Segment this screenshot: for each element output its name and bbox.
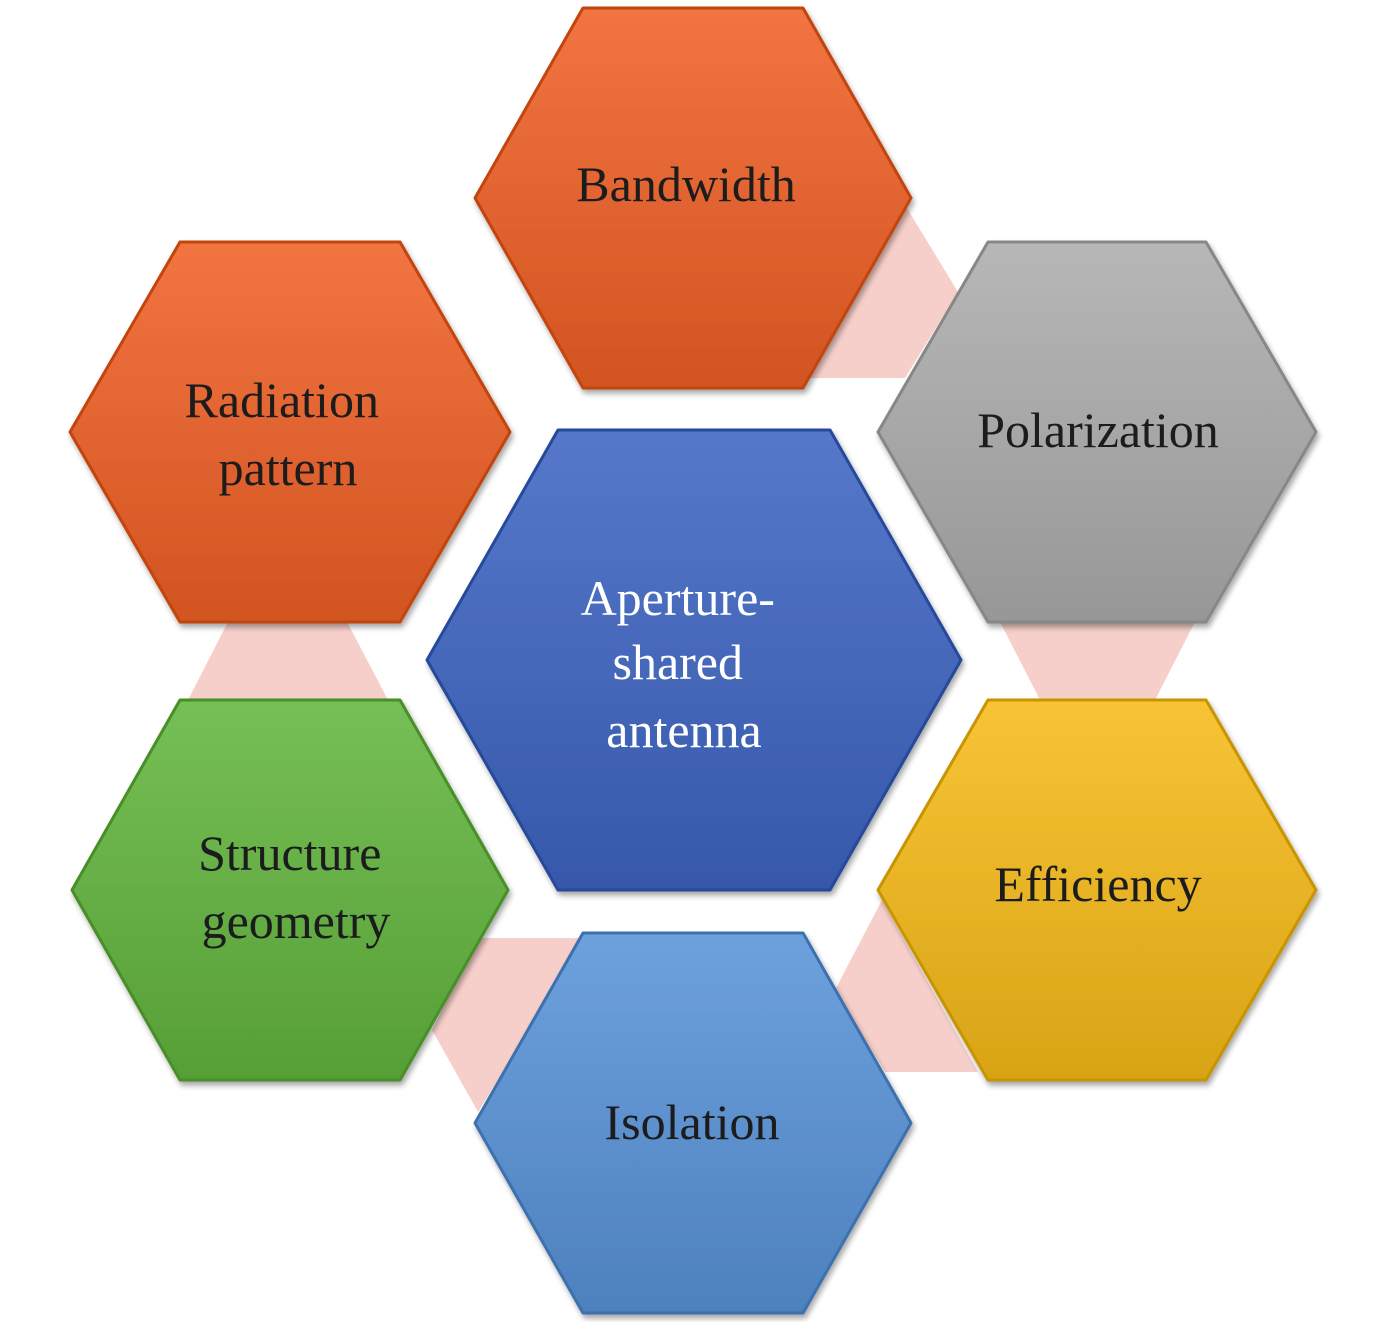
hex-bandwidth: Bandwidth	[473, 6, 913, 390]
hex-label-radiation-pattern: Radiation pattern	[185, 372, 392, 496]
connector-bandwidth-polarization	[808, 205, 958, 378]
hex-label-isolation: Isolation	[605, 1094, 780, 1150]
connectors	[188, 205, 1197, 1112]
hex-shape-bandwidth	[473, 6, 913, 390]
hex-shape-radiation-pattern	[68, 240, 512, 624]
hex-label-aperture-shared-antenna: Aperture- shared antenna	[581, 570, 788, 758]
connector-polarization-efficiency	[998, 618, 1197, 700]
connector-structure-radiation	[188, 618, 388, 700]
connector-efficiency-isolation	[835, 900, 978, 1072]
hex-shape-isolation	[473, 931, 913, 1315]
hex-aperture-shared-antenna: Aperture- shared antenna	[425, 428, 963, 892]
hex-shape-polarization	[876, 240, 1318, 624]
hex-label-bandwidth: Bandwidth	[576, 156, 795, 212]
hex-label-efficiency: Efficiency	[994, 856, 1201, 912]
hex-shape-structure-geometry	[70, 698, 510, 1082]
hex-polarization: Polarization	[876, 240, 1318, 624]
hex-label-structure-geometry: Structure geometry	[198, 825, 394, 949]
hex-shape-aperture-shared-antenna	[425, 428, 963, 892]
hex-radiation-pattern: Radiation pattern	[68, 240, 512, 624]
hex-efficiency: Efficiency	[876, 698, 1318, 1082]
connector-isolation-structure	[432, 938, 585, 1112]
hex-label-polarization: Polarization	[977, 402, 1219, 458]
hex-structure-geometry: Structure geometry	[70, 698, 510, 1082]
hex-isolation: Isolation	[473, 931, 913, 1315]
hex-shape-efficiency	[876, 698, 1318, 1082]
